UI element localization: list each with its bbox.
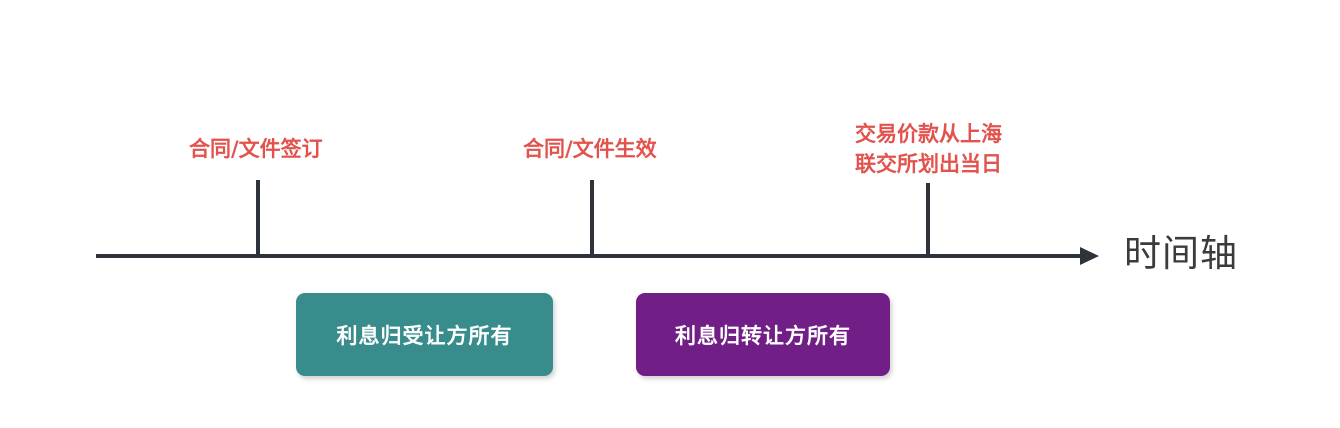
timeline-axis-label: 时间轴 [1124, 232, 1238, 275]
arrow-right-icon [1068, 245, 1100, 267]
event-label-payment-transferred: 交易价款从上海 联交所划出当日 [855, 122, 1002, 176]
timeline-axis-line [96, 254, 1074, 258]
event-label-contract-signed: 合同/文件签订 [189, 137, 323, 161]
period-box-label: 利息归转让方所有 [675, 323, 851, 348]
event-label-contract-effective: 合同/文件生效 [523, 137, 657, 161]
period-box-interest-to-transferee: 利息归受让方所有 [296, 293, 553, 376]
timeline-tick-payment-transferred [926, 183, 930, 258]
timeline-tick-contract-signed [256, 180, 260, 258]
timeline-tick-contract-effective [590, 180, 594, 258]
period-box-label: 利息归受让方所有 [336, 323, 513, 348]
period-box-interest-to-transferor: 利息归转让方所有 [636, 293, 890, 376]
